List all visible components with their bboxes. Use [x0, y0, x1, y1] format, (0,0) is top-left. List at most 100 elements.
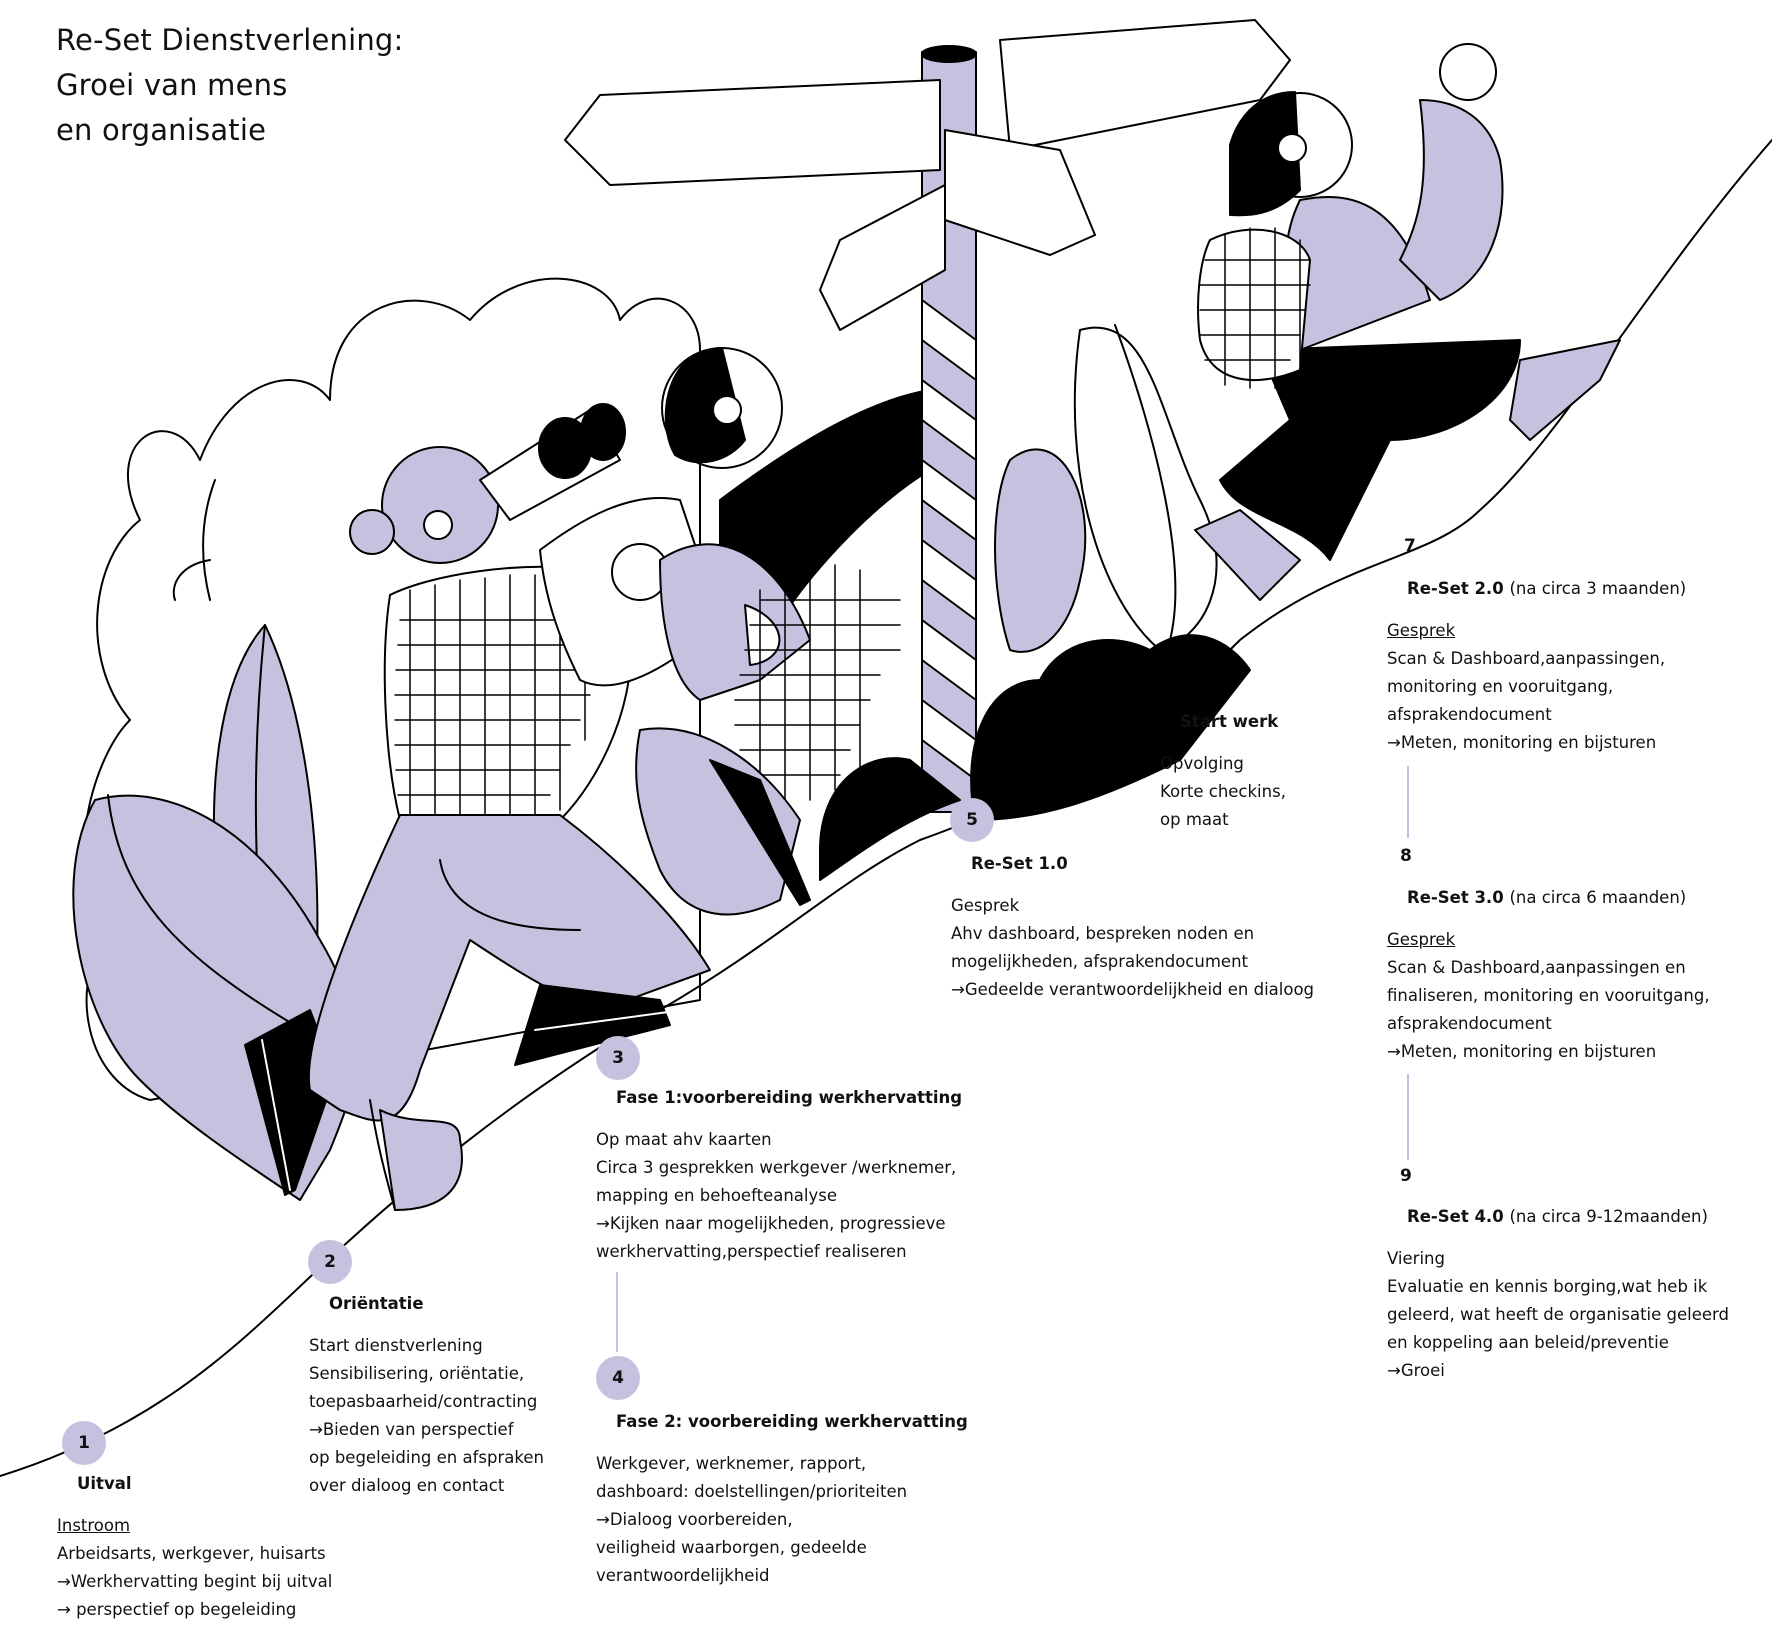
- person-eye: [423, 510, 453, 540]
- climber-hair: [1229, 91, 1301, 217]
- connector-line: [1407, 766, 1409, 838]
- connector-line: [1407, 1074, 1409, 1160]
- sign-board: [999, 19, 1291, 151]
- person-ear: [349, 509, 395, 555]
- step-8: Re-Set 3.0 (na circa 6 maanden) Gesprek …: [1387, 884, 1710, 1066]
- person-shoe-2: [709, 759, 811, 906]
- step-subheading: Instroom: [57, 1516, 131, 1535]
- plant-leaf-3: [994, 448, 1087, 653]
- pants-line: [439, 859, 581, 931]
- step-title: Start werk: [1180, 712, 1279, 731]
- step-line: mogelijkheden, afsprakendocument: [951, 952, 1248, 971]
- step-subheading: Gesprek: [1387, 930, 1456, 949]
- plant-leaf-4: [1114, 324, 1177, 641]
- title-line: en organisatie: [56, 113, 267, 147]
- person-shoe: [514, 984, 671, 1066]
- step-note: (na circa 6 maanden): [1509, 888, 1687, 907]
- step-line: afsprakendocument: [1387, 705, 1552, 724]
- step-title-text: Re-Set 4.0: [1407, 1207, 1504, 1226]
- step-line: monitoring en vooruitgang,: [1387, 677, 1614, 696]
- sign-board: [819, 184, 946, 331]
- step-line: op maat: [1160, 810, 1229, 829]
- step-title-text: Re-Set 2.0: [1407, 579, 1504, 598]
- step-line: →Meten, monitoring en bijsturen: [1387, 1042, 1657, 1061]
- diagram-title: Re-Set Dienstverlening: Groei van mens e…: [56, 18, 404, 153]
- step-line: over dialoog en contact: [309, 1476, 505, 1495]
- step-9: Re-Set 4.0 (na circa 9-12maanden) Vierin…: [1387, 1203, 1729, 1385]
- climber-shoe: [1194, 509, 1301, 601]
- step-title: Re-Set 2.0 (na circa 3 maanden): [1407, 575, 1686, 603]
- step-line: veiligheid waarborgen, gedeelde: [596, 1538, 867, 1557]
- step-badge-5: 5: [950, 798, 994, 842]
- step-number-7: 7: [1404, 536, 1416, 556]
- step-line: op begeleiding en afspraken: [309, 1448, 544, 1467]
- cloud-line: [202, 479, 216, 601]
- step-line: →Kijken naar mogelijkheden, progressieve: [596, 1214, 946, 1233]
- step-number-9: 9: [1400, 1166, 1412, 1186]
- grid-pattern-2: [734, 564, 901, 801]
- climber-leg: [1219, 339, 1521, 561]
- step-line: Korte checkins,: [1160, 782, 1286, 801]
- climber-hand: [1439, 43, 1497, 101]
- step-badge-1: 1: [62, 1421, 106, 1465]
- step-line: Werkgever, werknemer, rapport,: [596, 1454, 867, 1473]
- person-pants-2: [635, 727, 801, 916]
- step-2: Oriëntatie Start dienstverlening Sensibi…: [309, 1290, 544, 1500]
- step-line: →Bieden van perspectief: [309, 1420, 514, 1439]
- step-line: en koppeling aan beleid/preventie: [1387, 1333, 1669, 1352]
- climber-backpack: [1197, 228, 1311, 381]
- step-line: Gesprek: [951, 896, 1020, 915]
- step-title: Re-Set 1.0: [971, 854, 1068, 873]
- dark-bush: [970, 634, 1251, 821]
- step-line: toepasbaarheid/contracting: [309, 1392, 538, 1411]
- step-title: Re-Set 4.0 (na circa 9-12maanden): [1407, 1203, 1729, 1231]
- step-7: Re-Set 2.0 (na circa 3 maanden) Gesprek …: [1387, 575, 1686, 757]
- step-title: Fase 2: voorbereiding werkhervatting: [616, 1412, 968, 1431]
- step-badge-3: 3: [596, 1036, 640, 1080]
- person-eye-2: [712, 395, 742, 425]
- step-line: →Groei: [1387, 1361, 1445, 1380]
- step-line: afsprakendocument: [1387, 1014, 1552, 1033]
- step-line: finaliseren, monitoring en vooruitgang,: [1387, 986, 1710, 1005]
- plant-leaf-2: [1073, 326, 1218, 651]
- person-leg-lower: [379, 1109, 463, 1211]
- grid-pattern-3: [1199, 227, 1311, 389]
- binocular-lens: [580, 403, 626, 461]
- step-note: (na circa 9-12maanden): [1509, 1207, 1708, 1226]
- step-line: Start dienstverlening: [309, 1336, 483, 1355]
- step-line: Sensibilisering, oriëntatie,: [309, 1364, 525, 1383]
- step-line: werkhervatting,perspectief realiseren: [596, 1242, 907, 1261]
- climber-arm: [1399, 99, 1504, 301]
- step-4: Fase 2: voorbereiding werkhervatting Wer…: [596, 1408, 968, 1590]
- step-line: →Werkhervatting begint bij uitval: [57, 1572, 333, 1591]
- person-hair-2: [664, 347, 746, 464]
- climber-eye: [1277, 133, 1307, 163]
- step-badge-2: 2: [308, 1240, 352, 1284]
- step-5: Re-Set 1.0 Gesprek Ahv dashboard, bespre…: [951, 850, 1314, 1004]
- step-3: Fase 1:voorbereiding werkhervatting Op m…: [596, 1084, 962, 1266]
- step-note: (na circa 3 maanden): [1509, 579, 1687, 598]
- step-line: →Gedeelde verantwoordelijkheid en dialoo…: [951, 980, 1315, 999]
- step-subheading: Gesprek: [1387, 621, 1456, 640]
- step-line: dashboard: doelstellingen/prioriteiten: [596, 1482, 908, 1501]
- step-title-text: Re-Set 3.0: [1407, 888, 1504, 907]
- step-line: Op maat ahv kaarten: [596, 1130, 772, 1149]
- title-line: Groei van mens: [56, 68, 288, 102]
- step-number-8: 8: [1400, 846, 1412, 866]
- step-line: Scan & Dashboard,aanpassingen,: [1387, 649, 1666, 668]
- dark-bush-2: [819, 757, 961, 881]
- step-title: Re-Set 3.0 (na circa 6 maanden): [1407, 884, 1710, 912]
- step-line: mapping en behoefteanalyse: [596, 1186, 837, 1205]
- cloud-line: [172, 559, 211, 601]
- step-line: Circa 3 gesprekken werkgever /werknemer,: [596, 1158, 957, 1177]
- signpost-stripes: [921, 299, 977, 781]
- step-start-werk: Start werk Opvolging Korte checkins, op …: [1160, 708, 1286, 834]
- person-head: [381, 446, 499, 564]
- step-badge-4: 4: [596, 1356, 640, 1400]
- signpost-top: [921, 45, 977, 63]
- step-line: Evaluatie en kennis borging,wat heb ik: [1387, 1277, 1708, 1296]
- sign-board: [564, 79, 941, 186]
- step-title: Uitval: [77, 1474, 132, 1493]
- step-line: verantwoordelijkheid: [596, 1566, 770, 1585]
